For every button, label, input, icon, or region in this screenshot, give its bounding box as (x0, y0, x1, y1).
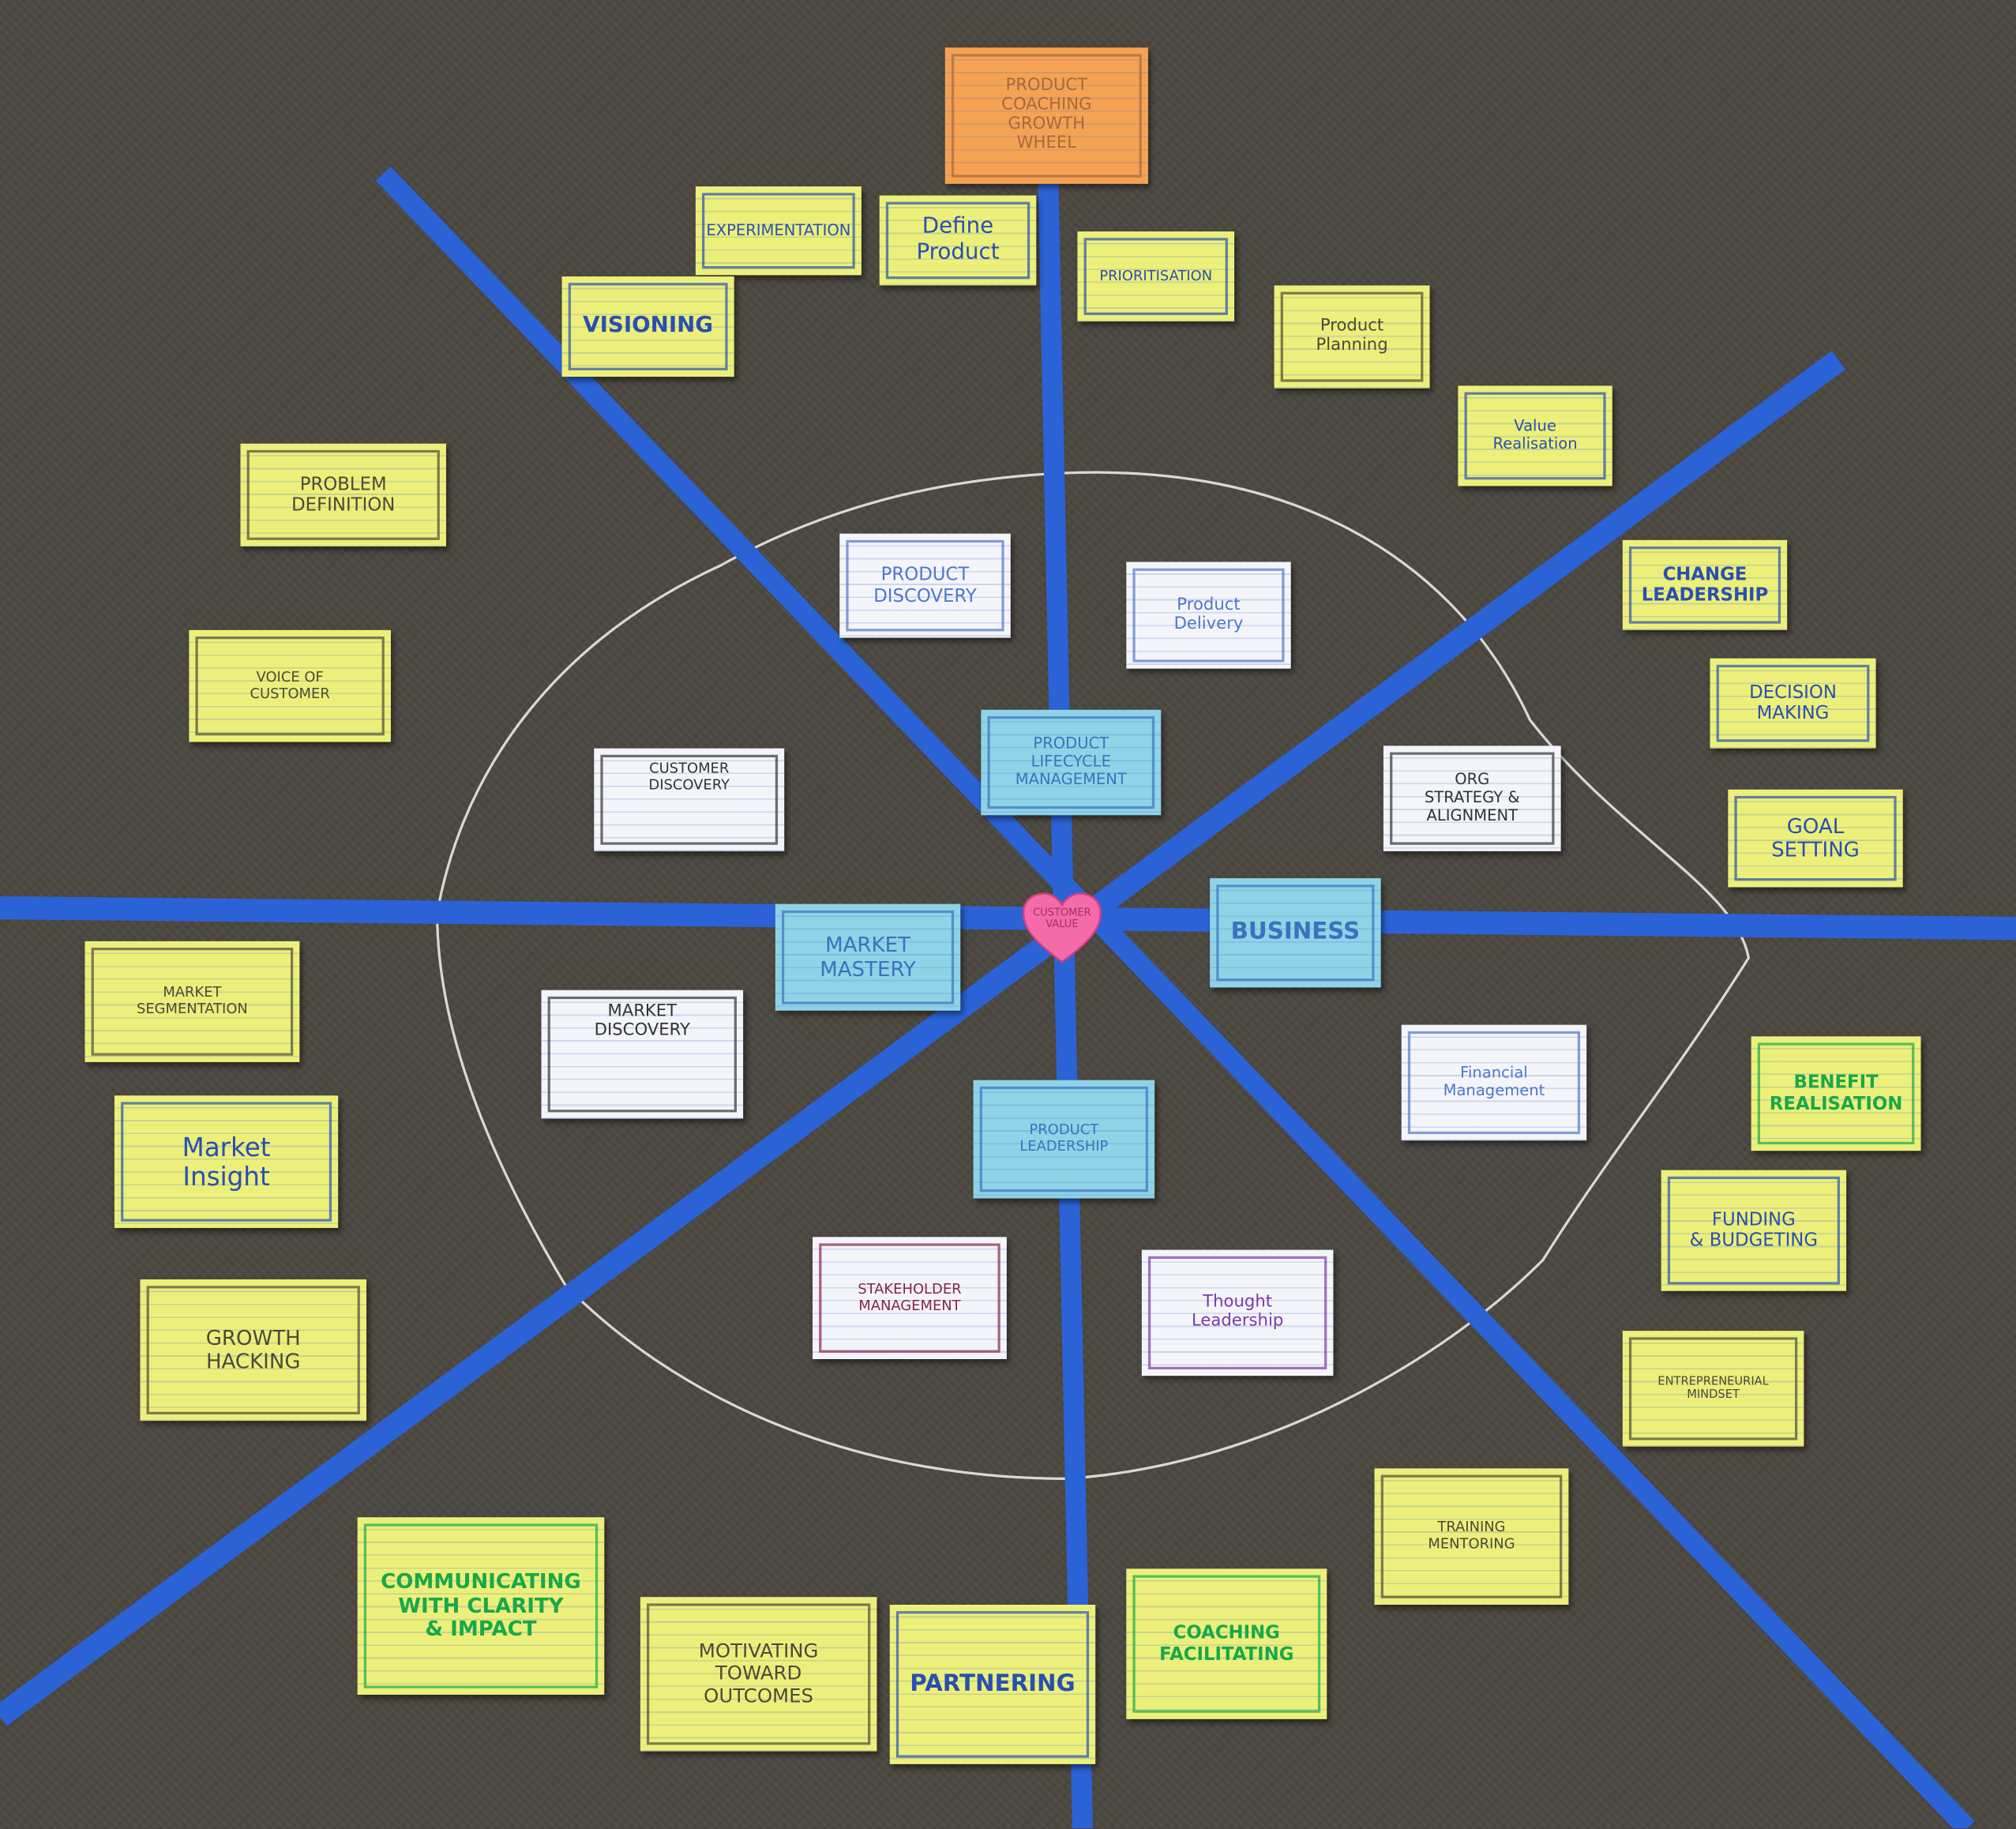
card-define-product: Define Product (879, 195, 1037, 286)
card-benefit-realisation: BENEFIT REALISATION (1751, 1036, 1921, 1151)
card-experimentation: EXPERIMENTATION (695, 186, 862, 276)
card-product-leadership: PRODUCT LEADERSHIP (973, 1080, 1155, 1199)
card-partnering: PARTNERING (889, 1604, 1096, 1764)
card-product-discovery: PRODUCT DISCOVERY (839, 533, 1011, 638)
card-product-delivery: Product Delivery (1126, 561, 1291, 669)
card-product-planning: Product Planning (1274, 285, 1430, 389)
card-market-discovery: MARKET DISCOVERY (541, 990, 744, 1119)
card-market-insight: Market Insight (114, 1095, 339, 1228)
card-change-leadership: CHANGE LEADERSHIP (1622, 539, 1788, 630)
card-market-mastery: MARKET MASTERY (775, 903, 961, 1011)
card-product-lifecycle-management: PRODUCT LIFECYCLE MANAGEMENT (981, 709, 1162, 816)
card-stakeholder-management: STAKEHOLDER MANAGEMENT (813, 1237, 1007, 1360)
tape-diagonal-tr-bl (0, 351, 1846, 1726)
card-decision-making: DECISION MAKING (1710, 658, 1876, 749)
card-funding-budgeting: FUNDING & BUDGETING (1661, 1170, 1847, 1291)
card-goal-setting: GOAL SETTING (1728, 789, 1903, 888)
heart-icon (1022, 892, 1102, 963)
card-thought-leadership: Thought Leadership (1141, 1249, 1334, 1376)
card-motivating-toward-outcomes: MOTIVATING TOWARD OUTCOMES (640, 1597, 877, 1752)
card-coaching-facilitating: COACHING FACILITATING (1126, 1568, 1327, 1719)
card-communicating-with-clarity: COMMUNICATING WITH CLARITY & IMPACT (357, 1517, 605, 1695)
title-card: PRODUCT COACHING GROWTH WHEEL (944, 47, 1148, 184)
card-training-mentoring: TRAINING MENTORING (1374, 1468, 1569, 1605)
tape-horizontal (0, 896, 2016, 941)
card-prioritisation: PRIORITISATION (1077, 231, 1235, 322)
card-entrepreneurial-mindset: ENTREPRENEURIAL MINDSET (1622, 1331, 1804, 1447)
card-voice-of-customer: VOICE OF CUSTOMER (189, 629, 391, 742)
tape-diagonal-tl-br (375, 166, 1975, 1829)
card-growth-hacking: GROWTH HACKING (140, 1279, 367, 1422)
tape-vertical (1037, 167, 1093, 1829)
card-customer-discovery: CUSTOMER DISCOVERY (594, 748, 785, 851)
center-customer-value: CUSTOMER VALUE (1033, 906, 1091, 930)
card-business: BUSINESS (1210, 878, 1381, 988)
card-value-realisation: Value Realisation (1458, 385, 1612, 486)
card-org-strategy-alignment: ORG STRATEGY & ALIGNMENT (1383, 745, 1561, 851)
card-problem-definition: PROBLEM DEFINITION (240, 443, 446, 546)
card-visioning: VISIONING (561, 276, 734, 377)
card-market-segmentation: MARKET SEGMENTATION (84, 941, 300, 1062)
string-loop (435, 471, 1751, 1481)
card-financial-management: Financial Management (1401, 1024, 1587, 1141)
